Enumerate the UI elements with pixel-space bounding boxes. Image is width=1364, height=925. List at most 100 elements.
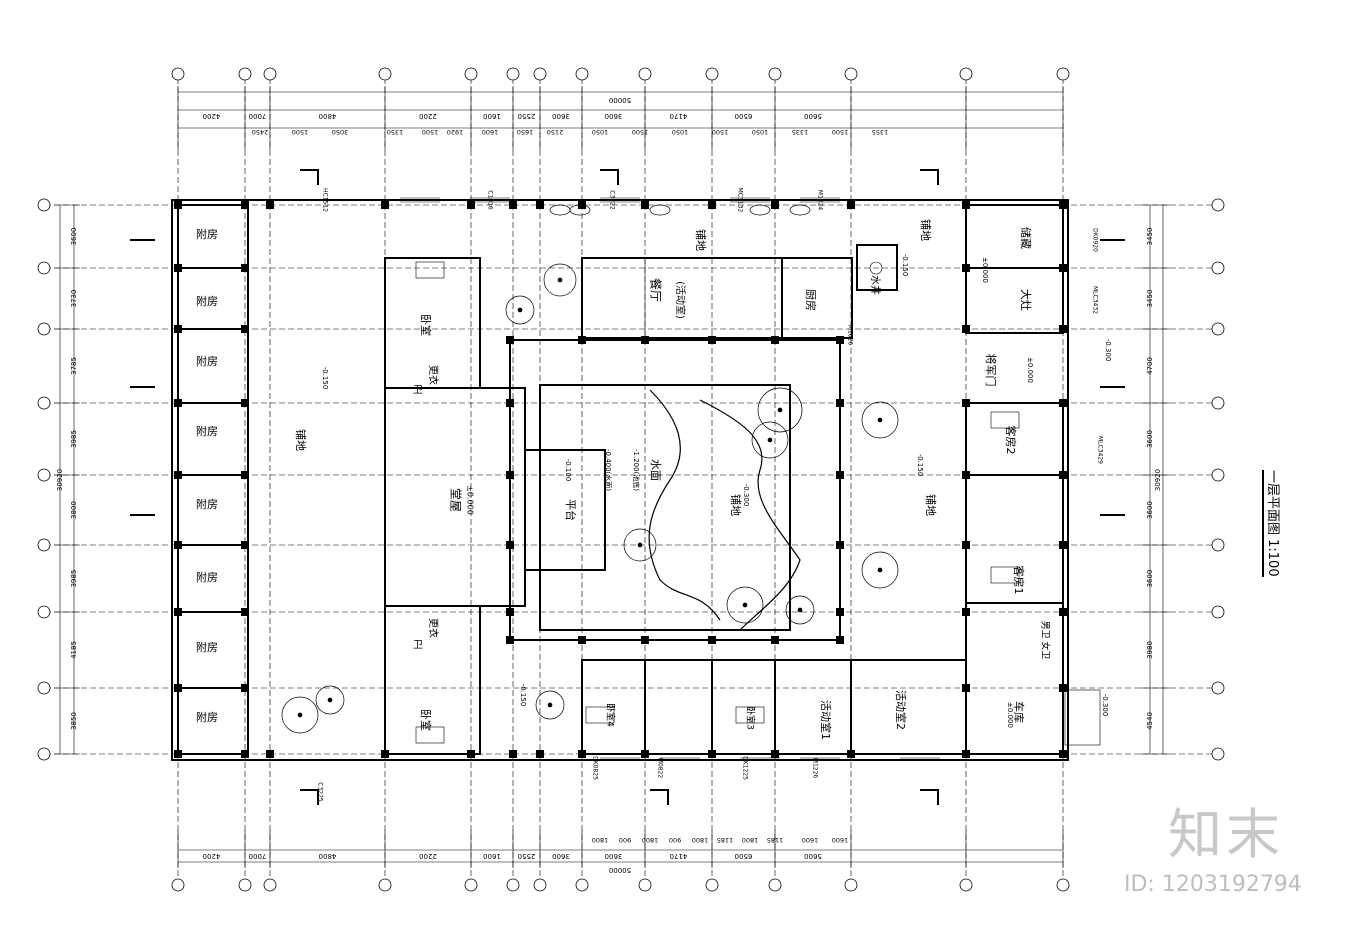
outer-wall bbox=[171, 199, 1069, 761]
room-label-canting: 餐厅 bbox=[649, 278, 664, 302]
dim-top: 3600 bbox=[552, 112, 570, 120]
dim-right: 3980 bbox=[1146, 641, 1154, 659]
cloister-column bbox=[506, 541, 514, 549]
well-block bbox=[856, 244, 898, 291]
dim-right: 3600 bbox=[1146, 501, 1154, 519]
dim-right: 3450 bbox=[1146, 290, 1154, 308]
room-label-fufang: 附房 bbox=[196, 354, 218, 368]
cloister-column bbox=[506, 471, 514, 479]
dim-bottom-detail: 900 bbox=[669, 836, 681, 844]
room-label-woshi3: 卧室3 bbox=[745, 706, 757, 730]
room-label-pudi2: 铺地 bbox=[729, 494, 742, 516]
column bbox=[241, 325, 249, 333]
room-label-pudi5: 铺地 bbox=[924, 494, 937, 516]
column bbox=[174, 264, 182, 272]
axis-bubble-bottom bbox=[1056, 878, 1070, 892]
column bbox=[578, 750, 586, 758]
column bbox=[1059, 471, 1067, 479]
room-label-huodong: (活动室) bbox=[674, 281, 687, 319]
axis-bubble-top bbox=[1056, 67, 1070, 81]
cloister-column bbox=[578, 636, 586, 644]
axis-bubble-bottom bbox=[959, 878, 973, 892]
dim-bottom-detail: 1800 bbox=[742, 836, 759, 844]
bed-icon bbox=[585, 706, 615, 724]
shrub bbox=[569, 204, 591, 216]
column bbox=[1059, 684, 1067, 692]
dim-bottom-detail: 1185 bbox=[767, 836, 784, 844]
window-tag: DK0920 bbox=[1092, 228, 1099, 252]
axis-bubble-top bbox=[768, 67, 782, 81]
axis-bubble-bottom bbox=[575, 878, 589, 892]
column bbox=[1059, 264, 1067, 272]
axis-bubble-bottom bbox=[378, 878, 392, 892]
tree-canopy bbox=[861, 401, 899, 439]
dim-bottom-detail: 1600 bbox=[802, 836, 819, 844]
room-label-pudi3: 铺地 bbox=[694, 229, 707, 251]
column bbox=[962, 201, 970, 209]
axis-bubble-bottom bbox=[533, 878, 547, 892]
column bbox=[1059, 750, 1067, 758]
tree-trunk bbox=[547, 702, 553, 708]
room-label-kefang2: 客房2 bbox=[1004, 426, 1018, 455]
tree-canopy bbox=[281, 696, 319, 734]
axis-bubble-bottom bbox=[238, 878, 252, 892]
dim-right: 3450 bbox=[1146, 228, 1154, 246]
courtyard-cloister bbox=[509, 339, 841, 641]
tree-trunk bbox=[517, 307, 523, 313]
dim-top: 2200 bbox=[419, 112, 437, 120]
courtyard-inner bbox=[539, 384, 791, 631]
cloister-column bbox=[506, 608, 514, 616]
dim-bottom-detail: 1800 bbox=[592, 836, 609, 844]
shrub bbox=[649, 204, 671, 216]
room-label-shuijing: 水井 bbox=[869, 275, 882, 295]
dim-top-detail: 2150 bbox=[547, 128, 564, 136]
window-tag: C3225 bbox=[317, 782, 324, 802]
window-tag: MC3132 bbox=[737, 188, 744, 213]
column bbox=[241, 608, 249, 616]
window-tag: C3222 bbox=[609, 190, 616, 210]
tree-canopy bbox=[543, 263, 577, 297]
dim-top: 6500 bbox=[735, 112, 753, 120]
section-mark bbox=[300, 789, 319, 805]
axis-bubble-top bbox=[171, 67, 185, 81]
dim-bottom: 3600 bbox=[552, 852, 570, 860]
watermark-id: ID: 1203192794 bbox=[1124, 872, 1302, 897]
plan-title: 一层平面图 1:100 bbox=[1262, 470, 1284, 577]
dim-overall-top: 50000 bbox=[609, 96, 631, 104]
dim-right: 4540 bbox=[1146, 712, 1154, 730]
dim-bottom: 4170 bbox=[670, 852, 688, 860]
level-m030: -0.300 bbox=[742, 484, 750, 507]
dim-top: 3600 bbox=[605, 112, 623, 120]
axis-bubble-top bbox=[638, 67, 652, 81]
dim-top-detail: 1500 bbox=[712, 128, 729, 136]
level-zero4: ±0.000 bbox=[1006, 702, 1014, 728]
dim-top-detail: 1500 bbox=[832, 128, 849, 136]
room-label-pingtai: 平台 bbox=[564, 499, 578, 521]
window-tag: HC1512 bbox=[322, 188, 329, 212]
axis-bubble-bottom bbox=[263, 878, 277, 892]
cloister-column bbox=[506, 336, 514, 344]
axis-bubble-top bbox=[464, 67, 478, 81]
column bbox=[241, 684, 249, 692]
column bbox=[174, 399, 182, 407]
watermark-logo: 知末 bbox=[1168, 803, 1284, 866]
level-m015b: -0.150 bbox=[901, 254, 909, 277]
column bbox=[962, 471, 970, 479]
section-mark bbox=[650, 789, 669, 805]
window-tag: M1024 bbox=[817, 190, 824, 211]
window-tag: DK0825 bbox=[592, 756, 599, 780]
dim-top-detail: 1050 bbox=[592, 128, 609, 136]
bed-icon bbox=[990, 566, 1020, 584]
dim-top: 7000 bbox=[249, 112, 267, 120]
room-label-wei2: 卫 bbox=[413, 640, 423, 651]
axis-bubble-bottom bbox=[638, 878, 652, 892]
axis-bubble-left bbox=[37, 681, 51, 695]
column bbox=[174, 201, 182, 209]
level-m120: -1.200(池底) bbox=[632, 449, 641, 491]
column bbox=[174, 684, 182, 692]
tree-canopy bbox=[535, 690, 565, 720]
room-label-chucang: 储藏 bbox=[1019, 227, 1033, 249]
column bbox=[266, 201, 274, 209]
column bbox=[241, 471, 249, 479]
